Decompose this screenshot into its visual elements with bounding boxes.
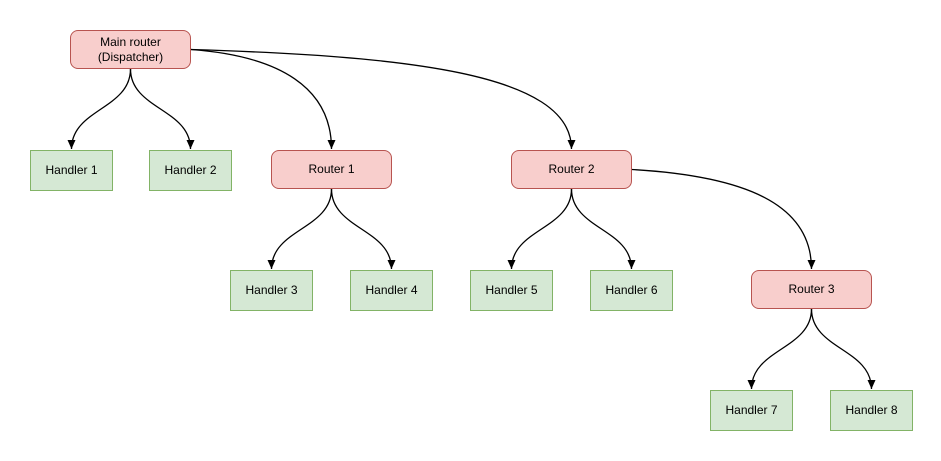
edge-main-to-router1 xyxy=(190,48,336,150)
node-handler-3: Handler 3 xyxy=(230,270,313,311)
node-handler-8: Handler 8 xyxy=(830,390,913,431)
edge-router2-to-handler5 xyxy=(507,188,573,270)
node-router-3: Router 3 xyxy=(751,270,872,309)
edge-main-to-router2 xyxy=(190,48,576,150)
edge-main-to-handler2 xyxy=(129,68,195,150)
node-handler-4: Handler 4 xyxy=(350,270,433,311)
edge-router3-to-handler8 xyxy=(810,308,876,390)
node-handler-2: Handler 2 xyxy=(149,150,232,191)
node-handler-1: Handler 1 xyxy=(30,150,113,191)
edge-router3-to-handler7 xyxy=(747,308,813,390)
edge-router2-to-router3 xyxy=(631,168,816,270)
edge-router1-to-handler3 xyxy=(267,188,333,270)
edge-main-to-handler1 xyxy=(67,68,132,150)
node-handler-7: Handler 7 xyxy=(710,390,793,431)
edge-router2-to-handler6 xyxy=(570,188,636,270)
node-router-2: Router 2 xyxy=(511,150,632,189)
node-handler-5: Handler 5 xyxy=(470,270,553,311)
node-router-1: Router 1 xyxy=(271,150,392,189)
node-main-router: Main router (Dispatcher) xyxy=(70,30,191,69)
node-handler-6: Handler 6 xyxy=(590,270,673,311)
edge-router1-to-handler4 xyxy=(330,188,396,270)
